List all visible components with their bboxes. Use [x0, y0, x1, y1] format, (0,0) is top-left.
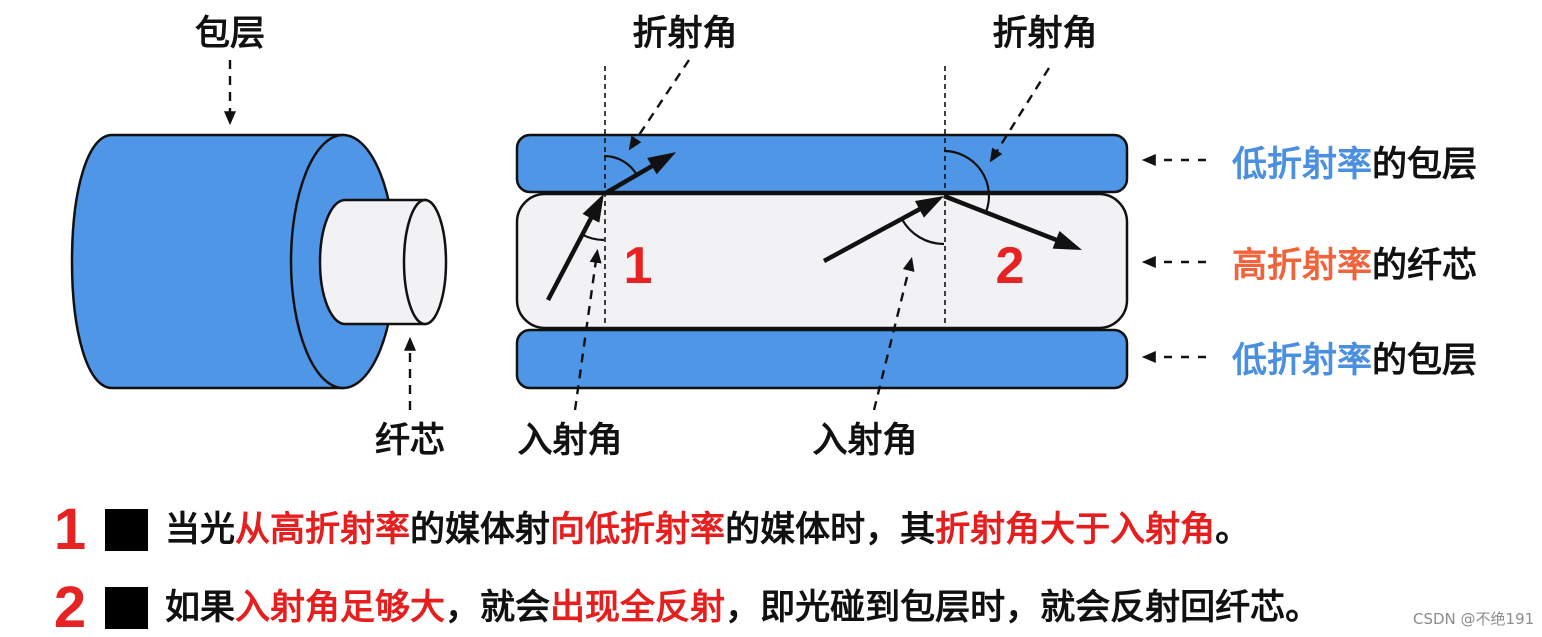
note-segment: 的媒体时，其 [725, 510, 935, 550]
bottom-cladding-layer [517, 330, 1127, 388]
layer-label-highlight: 低折射率 [1232, 341, 1372, 381]
layer-label-highlight: 低折射率 [1232, 145, 1372, 185]
core-end-face [404, 200, 446, 324]
watermark: CSDN @不绝191 [1413, 609, 1534, 629]
fiber-cylinder [72, 135, 446, 388]
note-number: 1 [48, 501, 92, 559]
layer-label-rest: 的包层 [1372, 145, 1477, 185]
layer-label-highlight: 高折射率 [1232, 246, 1372, 286]
layer-label-rest: 的包层 [1372, 341, 1477, 381]
note-segment: 从高折射率 [235, 510, 410, 550]
layer-label-bottom: 低折射率的包层 [1232, 341, 1477, 381]
note-segment: ，就会 [445, 588, 550, 628]
layer-label-top: 低折射率的包层 [1232, 145, 1477, 185]
note-segment: ，即光碰到包层时，就会反射回纤芯。 [725, 588, 1320, 628]
note-segment: 如果 [165, 588, 235, 628]
note-segment: 。 [1215, 510, 1250, 550]
core-layer [517, 194, 1127, 328]
refraction-angle-label-1: 折射角 [632, 14, 737, 54]
case-number-2: 2 [996, 237, 1025, 295]
note-segment: 折射角大于入射角 [935, 510, 1215, 550]
incidence-angle-label-2: 入射角 [812, 421, 917, 461]
incidence-angle-label-1: 入射角 [517, 421, 622, 461]
refraction-angle-label-2: 折射角 [992, 14, 1097, 54]
top-cladding-layer [517, 135, 1127, 192]
bullet-square [105, 587, 148, 629]
note-segment: 入射角足够大 [235, 588, 445, 628]
bullet-square [105, 509, 148, 551]
layer-label-middle: 高折射率的纤芯 [1232, 246, 1477, 286]
note-number: 2 [48, 579, 92, 637]
note-text: 当光从高折射率的媒体射向低折射率的媒体时，其折射角大于入射角。 [165, 501, 1250, 559]
layer-label-rest: 的纤芯 [1372, 246, 1477, 286]
note-segment: 出现全反射 [550, 588, 725, 628]
note-2: 2 如果入射角足够大，就会出现全反射，即光碰到包层时，就会反射回纤芯。 [0, 579, 1400, 637]
case-number-1: 1 [624, 237, 653, 295]
note-text: 如果入射角足够大，就会出现全反射，即光碰到包层时，就会反射回纤芯。 [165, 579, 1320, 637]
note-1: 1 当光从高折射率的媒体射向低折射率的媒体时，其折射角大于入射角。 [0, 501, 1400, 559]
note-segment: 向低折射率 [550, 510, 725, 550]
core-label: 纤芯 [375, 421, 445, 461]
note-segment: 当光 [165, 510, 235, 550]
cladding-label: 包层 [195, 14, 265, 54]
fiber-cross-section: 1 2 [517, 66, 1127, 388]
note-segment: 的媒体射 [410, 510, 550, 550]
